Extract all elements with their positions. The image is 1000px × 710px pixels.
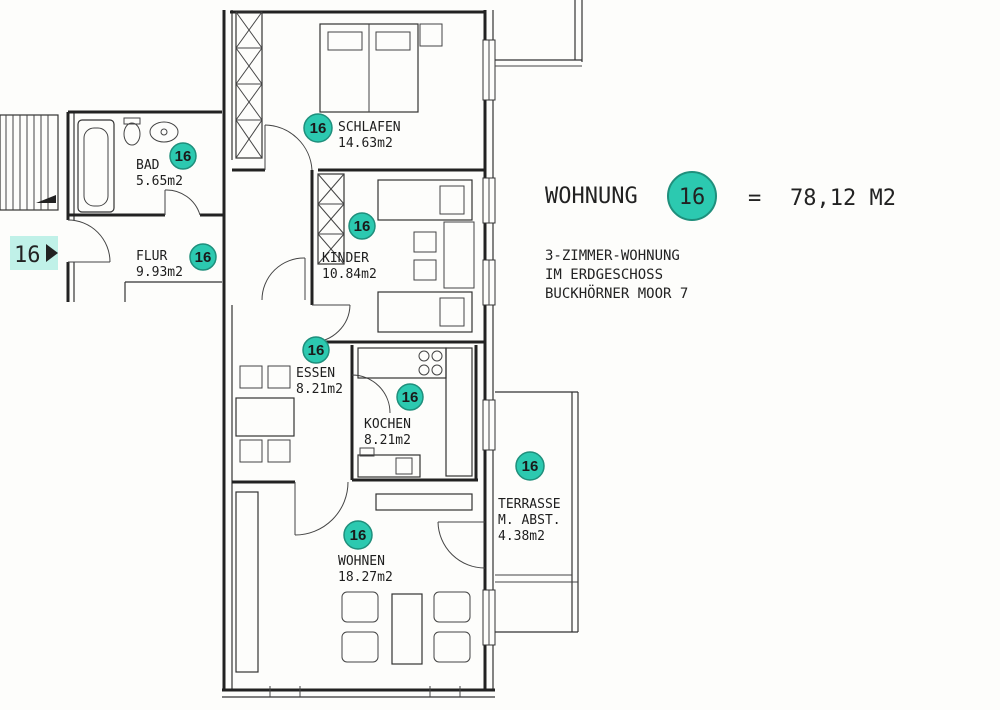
svg-text:16: 16 (310, 120, 327, 137)
badge-kochen: 16 (396, 383, 424, 411)
room-name-flur: FLUR (136, 249, 167, 264)
svg-text:16: 16 (195, 249, 212, 266)
room-area-kochen: 8.21m2 (364, 433, 411, 448)
room-area-terrasse: 4.38m2 (498, 529, 545, 544)
furniture (77, 23, 475, 673)
summary-equals: = (748, 186, 761, 211)
entry-marker: 16 (10, 236, 58, 270)
windows (482, 39, 496, 646)
room-name-bad: BAD (136, 158, 160, 173)
room-area-kinder: 10.84m2 (322, 267, 377, 282)
terrace (495, 391, 579, 633)
badge-essen: 16 (302, 336, 330, 364)
summary-label: WOHNUNG (545, 184, 638, 209)
summary-block: WOHNUNG 16 = 78,12 M2 3-ZIMMER-WOHNUNG I… (545, 171, 896, 302)
walls (66, 10, 495, 698)
summary-line-2: IM ERDGESCHOSS (545, 267, 663, 283)
badge-wohnen: 16 (343, 520, 373, 550)
room-name-kochen: KOCHEN (364, 417, 411, 432)
badge-kinder: 16 (348, 212, 376, 240)
room-area-bad: 5.65m2 (136, 174, 183, 189)
svg-text:16: 16 (175, 148, 192, 165)
svg-text:16: 16 (354, 218, 371, 235)
room-name-kinder: KINDER (322, 251, 369, 266)
room-area-flur: 9.93m2 (136, 265, 183, 280)
room-name-wohnen: WOHNEN (338, 554, 385, 569)
doors (67, 124, 486, 569)
summary-line-3: BUCKHÖRNER MOOR 7 (545, 284, 688, 302)
stairwell (0, 114, 59, 211)
balcony-upper (495, 0, 583, 67)
badge-schlafen: 16 (303, 113, 333, 143)
room-area-wohnen: 18.27m2 (338, 570, 393, 585)
room-name-schlafen: SCHLAFEN (338, 120, 401, 135)
summary-badge-number: 16 (679, 185, 706, 210)
svg-text:16: 16 (350, 527, 367, 544)
room-name-essen: ESSEN (296, 366, 335, 381)
entry-number: 16 (14, 243, 41, 268)
room-area-essen: 8.21m2 (296, 382, 343, 397)
svg-text:16: 16 (402, 389, 419, 406)
summary-area: 78,12 M2 (790, 186, 896, 211)
badge-flur: 16 (189, 243, 217, 271)
badge-terrasse: 16 (515, 451, 545, 481)
room-area-schlafen: 14.63m2 (338, 136, 393, 151)
summary-badge (667, 171, 717, 221)
badge-bad: 16 (169, 142, 197, 170)
room-sub-terrasse: M. ABST. (498, 513, 561, 528)
closets (235, 11, 345, 265)
entry-arrow-icon (46, 244, 58, 262)
summary-line-1: 3-ZIMMER-WOHNUNG (545, 248, 680, 264)
svg-text:16: 16 (308, 342, 325, 359)
svg-text:16: 16 (522, 458, 539, 475)
room-name-terrasse: TERRASSE (498, 497, 561, 512)
